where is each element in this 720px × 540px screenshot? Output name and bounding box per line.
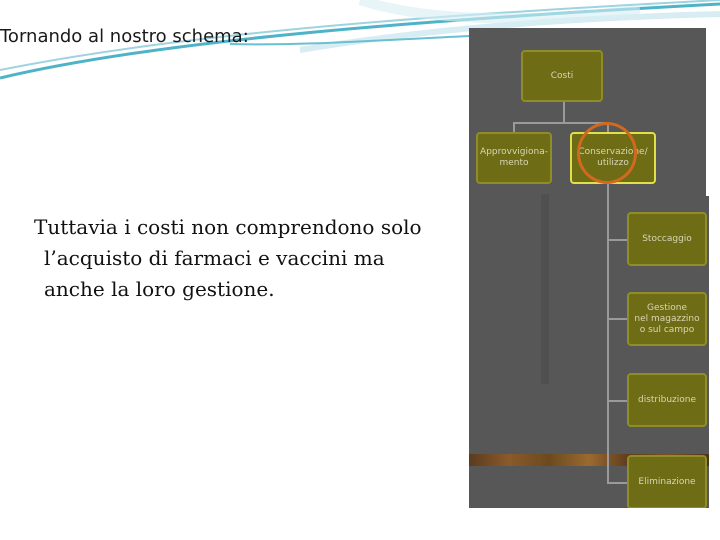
node-stoccaggio: Stoccaggio bbox=[627, 212, 707, 266]
node-gestione-magazzino: Gestione nel magazzino o sul campo bbox=[627, 292, 707, 346]
connector bbox=[607, 400, 627, 402]
connector bbox=[607, 122, 609, 132]
connector bbox=[513, 122, 515, 132]
costs-diagram: Costi Approvvigiona- mento Conservazione… bbox=[469, 28, 709, 508]
node-approvvigionamento: Approvvigiona- mento bbox=[476, 132, 552, 184]
diagram-shadow bbox=[541, 194, 549, 384]
body-line-3: anche la loro gestione. bbox=[44, 277, 275, 301]
connector bbox=[513, 122, 609, 124]
slide-title: Tornando al nostro schema: bbox=[0, 26, 249, 47]
body-line-2: l’acquisto di farmaci e vaccini ma bbox=[44, 246, 385, 270]
connector bbox=[607, 318, 627, 320]
connector bbox=[607, 482, 627, 484]
node-conservazione-utilizzo: Conservazione/ utilizzo bbox=[570, 132, 656, 184]
body-line-1: Tuttavia i costi non comprendono solo bbox=[34, 215, 422, 239]
diagram-frame bbox=[469, 28, 709, 196]
slide-body-text: Tuttavia i costi non comprendono solo l’… bbox=[34, 212, 484, 305]
node-costi: Costi bbox=[521, 50, 603, 102]
node-distribuzione: distribuzione bbox=[627, 373, 707, 427]
connector bbox=[607, 184, 609, 484]
connector bbox=[563, 102, 565, 122]
connector bbox=[607, 239, 627, 241]
node-eliminazione: Eliminazione bbox=[627, 455, 707, 508]
